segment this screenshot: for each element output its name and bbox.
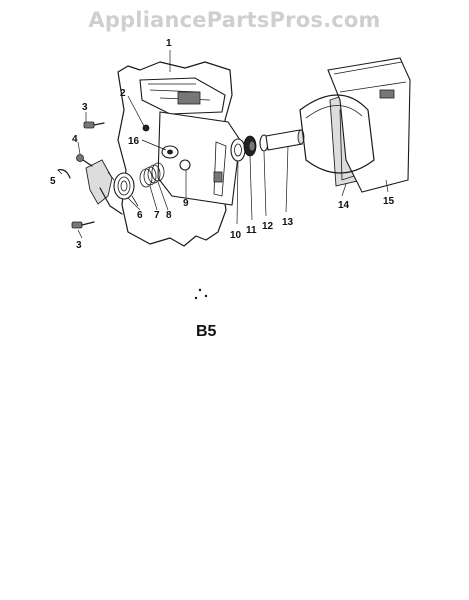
callout-1: 1 [166,38,172,49]
clip-5 [57,169,71,179]
bracket-slot [177,91,201,105]
callout-6: 6 [137,210,143,221]
callout-10: 10 [230,230,242,241]
leader-lines [57,50,389,239]
screw-2 [142,124,150,132]
callout-8: 8 [166,210,172,221]
callout-5: 5 [50,176,56,187]
door-panel [299,94,375,174]
switch-lever [85,159,113,205]
watermark-text: AppliancePartsPros.com [88,8,381,32]
nut-11 [243,135,257,157]
figure-id: B5 [196,323,217,340]
callout-15: 15 [383,196,395,207]
screw-lower [71,221,95,229]
bushing-10 [230,138,246,162]
callout-3b: 3 [76,240,82,251]
shaft-13 [265,129,305,151]
callout-13: 13 [282,217,294,228]
door-latch [379,89,395,99]
compression-spring [139,162,165,188]
callout-11: 11 [246,225,257,236]
plate-hole [179,159,191,171]
callout-16: 16 [128,136,140,147]
screw-upper [83,121,105,129]
callout-9: 9 [183,198,189,209]
callout-7: 7 [154,210,160,221]
pin-4 [76,154,93,167]
callout-4: 4 [72,134,78,145]
torsion-spring [107,171,139,207]
callout-14: 14 [338,200,350,211]
callout-3a: 3 [82,102,88,113]
callout-12: 12 [262,221,274,232]
callout-2: 2 [120,88,126,99]
